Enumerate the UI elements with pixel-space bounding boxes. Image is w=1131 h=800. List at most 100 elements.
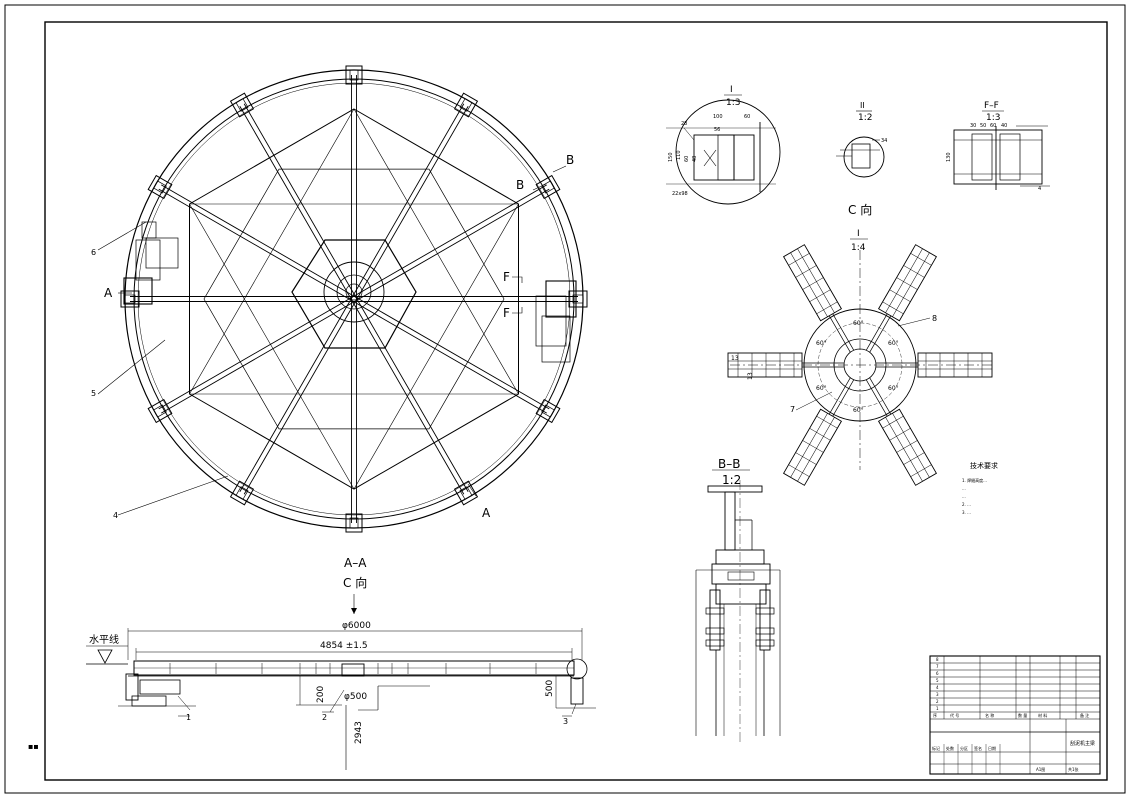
detail-i-dim-4: 56 (714, 127, 720, 133)
section-mark-b-upper: B (566, 153, 574, 167)
tb-row-number: 5 (936, 678, 939, 683)
section-bb-scale: 1:2 (722, 473, 741, 487)
view-c-scale: 1:4 (851, 243, 866, 253)
radial-beam (355, 297, 469, 492)
view-c-title: C 向 (848, 202, 872, 217)
detail-ff-title: F–F (984, 101, 999, 111)
tb-bottom-cell: 签名 (974, 745, 982, 751)
detail-ff (953, 125, 1050, 190)
detail-i-dim-1: 28 (681, 121, 687, 127)
view-c-callout-13a: 13 (731, 355, 739, 362)
section-bb (695, 480, 781, 742)
sheet-marker: ▪▪ (28, 742, 39, 751)
tb-header-cell: 备 注 (1080, 712, 1089, 718)
dim-500: 500 (545, 680, 555, 697)
detail-i (666, 99, 781, 205)
tb-sheet: 共1张 (1068, 766, 1079, 772)
callout-2: 2 (322, 713, 327, 722)
tb-drawing-title: 刮泥机主梁 (1070, 740, 1095, 747)
section-mark-b-lower: B (516, 178, 524, 192)
view-c-roman: I (857, 229, 860, 239)
center-hexagon (291, 239, 417, 349)
detail-ff-scale: 1:3 (986, 113, 1000, 123)
tb-bottom-cell: 日期 (988, 745, 996, 751)
callout-1: 1 (186, 713, 191, 722)
section-mark-a-bottom: A (482, 506, 491, 520)
detail-ff-dim-1: 30 (970, 123, 976, 129)
rim-bracket (453, 480, 479, 506)
detail-i-dim-6: 110 (676, 150, 682, 160)
tech-note-3: ... (962, 494, 966, 499)
detail-ff-dim-6: 4 (1038, 186, 1041, 192)
truss-member (353, 108, 519, 395)
view-c-angle-2: 60° (888, 340, 899, 347)
section-bb-title: B–B (718, 457, 740, 471)
section-aa (86, 594, 596, 770)
tb-bottom-cell: 处数 (946, 745, 954, 751)
view-c-callout-7: 7 (790, 405, 795, 414)
tb-row-number: 8 (936, 657, 939, 662)
tech-note-4: 2. ... (962, 502, 971, 507)
tb-header-cell: 序 (933, 712, 937, 718)
dim-diameter: φ6000 (342, 621, 371, 631)
plan-annotations (97, 165, 567, 516)
aa-right-wheel (566, 658, 588, 680)
tb-header-cell: 数 量 (1018, 712, 1027, 718)
detail-ff-dim-4: 40 (1001, 123, 1007, 129)
plan-view (120, 65, 588, 533)
detail-i-dim-5: 150 (668, 152, 674, 162)
view-c-angle-3: 60° (888, 385, 899, 392)
radial-beam (352, 300, 547, 414)
tb-header-cell: 代 号 (950, 712, 959, 718)
view-c-outer-ring (803, 308, 917, 422)
rim-bracket (147, 174, 173, 200)
view-c-angle-5: 60° (816, 385, 827, 392)
section-aa-view-dir: C 向 (343, 575, 367, 590)
rim-bracket (345, 65, 363, 85)
scraper-arm (865, 377, 938, 486)
radial-beam (352, 184, 547, 298)
radial-beam (158, 188, 353, 302)
view-c-angle-4: 60° (853, 407, 864, 414)
callout-5: 5 (91, 389, 96, 398)
radial-beams (130, 75, 578, 523)
mid-hexagon (203, 168, 505, 430)
tb-row-number: 6 (936, 671, 939, 676)
radial-beam (161, 300, 356, 414)
view-c-angle-6: 60° (816, 340, 827, 347)
detail-ii-roman: II (860, 101, 865, 110)
truss-member (189, 203, 355, 490)
detail-ii-scale: 1:2 (858, 113, 872, 123)
radial-beam (161, 184, 356, 298)
view-c-arms (727, 244, 993, 486)
detail-ff-dim-2: 50 (980, 123, 986, 129)
view-c-callout-13b: 13 (747, 372, 754, 380)
view-c-callout-8: 8 (932, 314, 937, 323)
scraper-arm (727, 352, 844, 378)
section-aa-title: A–A (344, 556, 367, 570)
rim-bracket (535, 398, 561, 424)
view-c-angle-1: 60° (853, 320, 864, 327)
detail-i-dim-9: 22x98 (672, 191, 688, 197)
detail-i-dim-7: 60 (684, 156, 690, 162)
scraper-arm (865, 244, 938, 353)
detail-i-roman: I (730, 85, 733, 95)
rim-bracket (535, 174, 561, 200)
radial-beam (158, 296, 353, 410)
outer-hexagon (189, 108, 519, 490)
detail-i-scale: 1:3 (726, 98, 740, 108)
tb-bottom-cell: 标记 (932, 745, 940, 751)
water-level-label: 水平线 (89, 633, 119, 646)
rim-bracket (453, 92, 479, 118)
center-hub (323, 261, 385, 323)
tb-row-number: 7 (936, 664, 939, 669)
tb-row-number: 2 (936, 699, 939, 704)
detail-ii-dim-1: 34 (881, 138, 887, 144)
section-mark-f-upper: F (503, 270, 510, 284)
tb-row-number: 1 (936, 706, 939, 711)
scraper-arm (782, 244, 855, 353)
rim-bracket (229, 480, 255, 506)
rim-brackets (120, 65, 588, 533)
radial-beam (355, 296, 550, 410)
tech-notes-title: 技术要求 (970, 461, 998, 470)
